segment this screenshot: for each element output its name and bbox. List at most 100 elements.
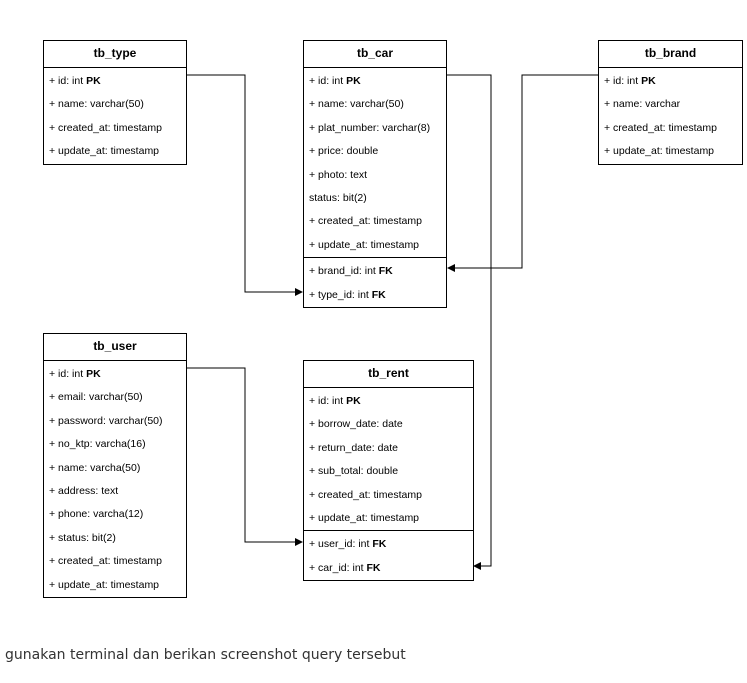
attribute-row: + update_at: timestamp [44, 574, 186, 597]
attribute-row: + sub_total: double [304, 460, 473, 483]
attribute-row: + id: int PK [44, 70, 186, 93]
relation-car-to-rent [447, 74, 492, 570]
attribute-text: + id: int [309, 395, 347, 407]
foreign-key-row: + user_id: int FK [304, 533, 473, 556]
foreign-key-marker: FK [372, 538, 387, 551]
entity-title: tb_type [44, 41, 186, 68]
attribute-row: + id: int PK [599, 70, 742, 93]
relation-brand-to-car [447, 74, 598, 272]
attribute-text: + sub_total: double [309, 465, 399, 478]
attribute-row: + plat_number: varchar(8) [304, 117, 446, 140]
entity-tb-rent[interactable]: tb_rent + id: int PK+ borrow_date: date+… [303, 360, 474, 582]
attribute-row: + id: int PK [304, 70, 446, 93]
attribute-list: + id: int PK + email: varchar(50) + passwo… [44, 361, 186, 597]
foreign-key-marker: FK [366, 561, 381, 574]
attribute-text: + name: varchar [604, 98, 681, 111]
attribute-row: + price: double [304, 140, 446, 163]
attribute-text: + id: int [604, 75, 642, 87]
attribute-text: + id: int [49, 75, 87, 87]
foreign-key-row: + car_id: int FK [304, 557, 473, 580]
caption-text: gunakan terminal dan berikan screenshot … [5, 647, 406, 663]
attribute-row: + name: varchar [599, 93, 742, 116]
entity-tb-user[interactable]: tb_user + id: int PK + email: varchar(50)… [43, 333, 187, 598]
attribute-text: status: bit(2) [309, 191, 367, 204]
attribute-text: + type_id: int [309, 288, 372, 301]
attribute-row: + borrow_date: date [304, 413, 473, 436]
attribute-text: + phone: varcha(12) [49, 508, 144, 521]
relation-type-to-car [187, 74, 303, 296]
attribute-text: + borrow_date: date [309, 418, 403, 431]
attribute-row: + name: varcha(50) [44, 457, 186, 480]
attribute-text: + plat_number: varchar(8) [309, 121, 431, 134]
attribute-text: + address: text [49, 484, 119, 497]
attribute-text: + car_id: int [309, 561, 367, 574]
attribute-row: + created_at: timestamp [304, 210, 446, 233]
attribute-text: + email: varchar(50) [49, 391, 143, 404]
primary-key-marker: PK [346, 75, 361, 87]
foreign-key-row: + type_id: int FK [304, 284, 446, 307]
attribute-row: + return_date: date [304, 437, 473, 460]
attribute-text: + id: int [309, 75, 347, 87]
entity-tb-brand[interactable]: tb_brand + id: int PK + name: varchar + cr… [598, 40, 743, 165]
attribute-row: + photo: text [304, 164, 446, 187]
attribute-row: + update_at: timestamp [599, 140, 742, 163]
attribute-row: + created_at: timestamp [304, 484, 473, 507]
attribute-text: + update_at: timestamp [309, 511, 420, 524]
attribute-text: + user_id: int [309, 538, 373, 551]
attribute-text: + update_at: timestamp [604, 145, 715, 158]
attribute-row: + email: varchar(50) [44, 386, 186, 409]
attribute-row: + status: bit(2) [44, 527, 186, 550]
attribute-row: + password: varchar(50) [44, 410, 186, 433]
attribute-list: + id: int PK+ name: varchar(50)+ created… [44, 68, 186, 164]
entity-title: tb_user [44, 334, 186, 361]
attribute-text: + status: bit(2) [49, 531, 116, 544]
entity-title: tb_car [304, 41, 446, 68]
foreign-key-row: + brand_id: int FK [304, 260, 446, 283]
primary-key-marker: PK [346, 395, 361, 407]
attribute-text: + name: varchar(50) [309, 98, 404, 111]
attribute-row: + created_at: timestamp [44, 117, 186, 140]
attribute-text: + created_at: timestamp [49, 555, 162, 568]
attribute-row: + update_at: timestamp [304, 234, 446, 257]
attribute-text: + update_at: timestamp [49, 578, 160, 591]
attribute-list: + id: int PK + name: varchar + created_at:… [599, 68, 742, 164]
primary-key-marker: PK [641, 75, 656, 87]
attribute-text: + no_ktp: varcha(16) [49, 438, 146, 451]
attribute-text: + password: varchar(50) [49, 414, 163, 427]
attribute-text: + return_date: date [309, 441, 399, 454]
attribute-text: + price: double [309, 145, 379, 158]
attribute-text: + created_at: timestamp [309, 488, 422, 501]
attribute-text: + update_at: timestamp [309, 238, 420, 251]
foreign-key-section: + brand_id: int FK+ type_id: int FK [304, 257, 446, 307]
entity-title: tb_brand [599, 41, 742, 68]
relation-user-to-rent [187, 367, 303, 546]
attribute-row: + id: int PK [44, 363, 186, 386]
attribute-row: + id: int PK [304, 390, 473, 413]
primary-key-marker: PK [86, 75, 101, 87]
attribute-text: + brand_id: int [309, 265, 379, 278]
attribute-text: + update_at: timestamp [49, 145, 160, 158]
attribute-row: + created_at: timestamp [44, 550, 186, 573]
attribute-text: + created_at: timestamp [309, 215, 422, 228]
attribute-text: + name: varcha(50) [49, 461, 141, 474]
attribute-row: + no_ktp: varcha(16) [44, 433, 186, 456]
entity-tb-car[interactable]: tb_car + id: int PK+ name: varchar(50)+ … [303, 40, 447, 308]
entity-tb-type[interactable]: tb_type + id: int PK+ name: varchar(50)+… [43, 40, 187, 165]
attribute-row: + update_at: timestamp [304, 507, 473, 530]
attribute-text: + photo: text [309, 168, 368, 181]
attribute-list: + id: int PK + borrow_date: date + return_… [304, 388, 473, 580]
attribute-text: + created_at: timestamp [49, 121, 162, 134]
foreign-key-section: + user_id: int FK+ car_id: int FK [304, 530, 473, 580]
attribute-row: + name: varchar(50) [44, 93, 186, 116]
attribute-row: + name: varchar(50) [304, 93, 446, 116]
primary-key-marker: PK [86, 368, 101, 380]
entity-title: tb_rent [304, 361, 473, 388]
attribute-text: + created_at: timestamp [604, 121, 717, 134]
attribute-list: + id: int PK + name: varchar(50) + plat_nu… [304, 68, 446, 307]
attribute-row: + update_at: timestamp [44, 140, 186, 163]
foreign-key-marker: FK [378, 265, 393, 278]
foreign-key-marker: FK [371, 288, 386, 301]
attribute-row: + phone: varcha(12) [44, 503, 186, 526]
attribute-row: status: bit(2) [304, 187, 446, 210]
